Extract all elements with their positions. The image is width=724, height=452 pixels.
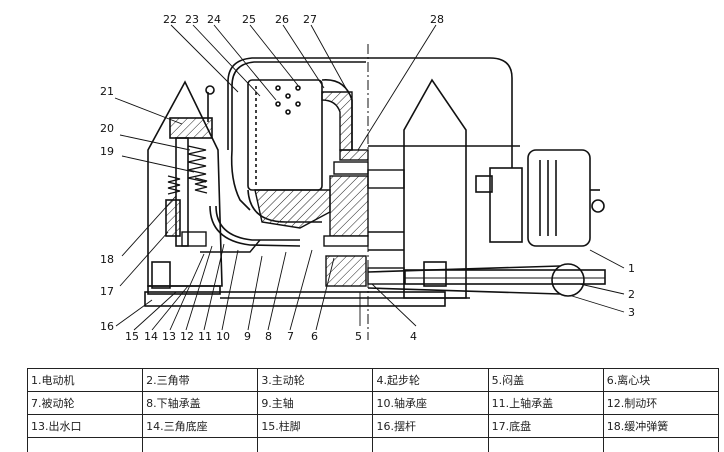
- callout-28: 28: [430, 13, 444, 26]
- part-cell: 9.主轴: [258, 392, 373, 415]
- parts-row-cut-off: [28, 438, 719, 452]
- callout-17: 17: [100, 285, 114, 298]
- right-cover: [368, 58, 520, 298]
- callout-19: 19: [100, 145, 114, 158]
- callout-15: 15: [125, 330, 139, 343]
- callout-3: 3: [628, 306, 635, 319]
- part-cell: 3.主动轮: [258, 369, 373, 392]
- parts-row: 7.被动轮 8.下轴承盖 9.主轴 10.轴承座 11.上轴承盖 12.制动环: [28, 392, 719, 415]
- callout-20: 20: [100, 122, 114, 135]
- main-shaft-assembly: [324, 150, 404, 286]
- callout-11: 11: [198, 330, 212, 343]
- part-cell: [488, 438, 603, 452]
- part-cell: 4.起步轮: [373, 369, 488, 392]
- parts-row: 13.出水口 14.三角底座 15.柱脚 16.摆杆 17.底盘 18.缓冲弹簧: [28, 415, 719, 438]
- callout-9: 9: [244, 330, 251, 343]
- parts-legend-table: 1.电动机 2.三角带 3.主动轮 4.起步轮 5.闷盖 6.离心块 7.被动轮…: [27, 368, 719, 452]
- callout-7: 7: [287, 330, 294, 343]
- callout-8: 8: [265, 330, 272, 343]
- callout-5: 5: [355, 330, 362, 343]
- callout-10: 10: [216, 330, 230, 343]
- part-cell: [143, 438, 258, 452]
- part-cell: 10.轴承座: [373, 392, 488, 415]
- part-cell: 1.电动机: [28, 369, 143, 392]
- callout-21: 21: [100, 85, 114, 98]
- callout-26: 26: [275, 13, 289, 26]
- part-cell: [603, 438, 718, 452]
- part-cell: 17.底盘: [488, 415, 603, 438]
- part-cell: 13.出水口: [28, 415, 143, 438]
- electric-motor: [476, 146, 604, 246]
- callout-1: 1: [628, 262, 635, 275]
- part-cell: 8.下轴承盖: [143, 392, 258, 415]
- callout-22: 22: [163, 13, 177, 26]
- callout-12: 12: [180, 330, 194, 343]
- callout-27: 27: [303, 13, 317, 26]
- part-cell: 14.三角底座: [143, 415, 258, 438]
- part-cell: [258, 438, 373, 452]
- part-cell: [28, 438, 143, 452]
- part-cell: [373, 438, 488, 452]
- centrifuge-cross-section-diagram: 22 23 24 25 26 27 28 21 20 19 18 17 16 1…: [0, 0, 724, 360]
- part-cell: 7.被动轮: [28, 392, 143, 415]
- part-cell: 5.闷盖: [488, 369, 603, 392]
- part-cell: 2.三角带: [143, 369, 258, 392]
- callout-18: 18: [100, 253, 114, 266]
- part-cell: 11.上轴承盖: [488, 392, 603, 415]
- callout-4: 4: [410, 330, 417, 343]
- part-cell: 16.摆杆: [373, 415, 488, 438]
- callout-6: 6: [311, 330, 318, 343]
- callout-23: 23: [185, 13, 199, 26]
- left-leg: [148, 82, 222, 288]
- callout-25: 25: [242, 13, 256, 26]
- callout-24: 24: [207, 13, 221, 26]
- part-cell: 18.缓冲弹簧: [603, 415, 718, 438]
- callout-14: 14: [144, 330, 158, 343]
- parts-row: 1.电动机 2.三角带 3.主动轮 4.起步轮 5.闷盖 6.离心块: [28, 369, 719, 392]
- callout-16: 16: [100, 320, 114, 333]
- part-cell: 12.制动环: [603, 392, 718, 415]
- callout-2: 2: [628, 288, 635, 301]
- callout-13: 13: [162, 330, 176, 343]
- part-cell: 15.柱脚: [258, 415, 373, 438]
- part-cell: 6.离心块: [603, 369, 718, 392]
